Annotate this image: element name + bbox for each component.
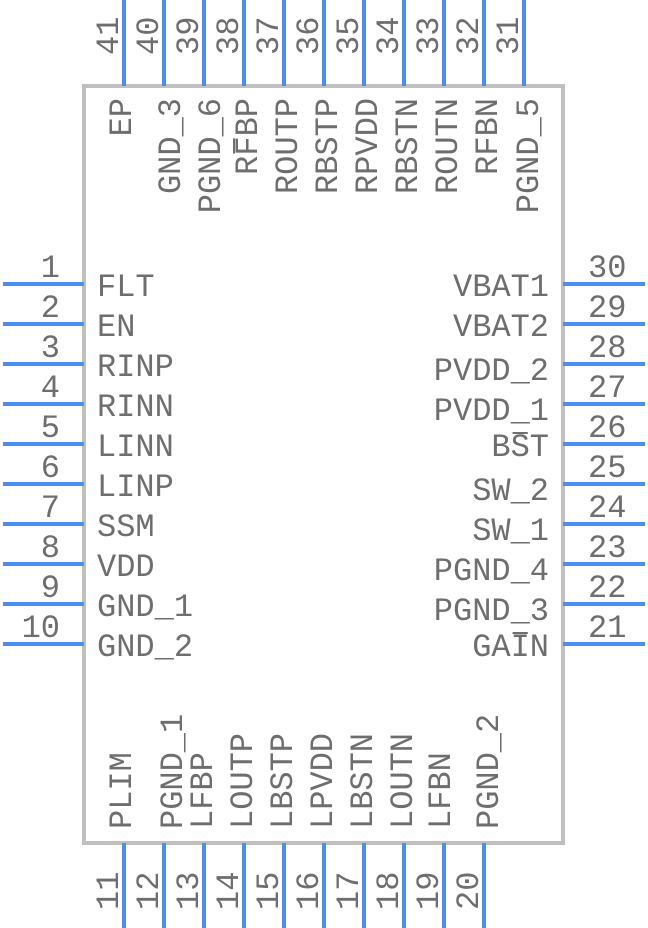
pin-label: PGND_2 — [471, 714, 508, 829]
pin-number: 2 — [41, 290, 60, 327]
pin-number: 7 — [41, 490, 60, 527]
pin-label: PVDD_1 — [434, 393, 549, 430]
pin-number: 10 — [22, 610, 60, 647]
pin-label: LINN — [97, 429, 174, 466]
pin-label: RPVDD — [350, 98, 387, 194]
pin-label: ROUTP — [270, 98, 307, 194]
pin-number: 12 — [131, 872, 168, 910]
pin-number: 13 — [171, 872, 208, 910]
pin-label: GAIN — [472, 629, 549, 666]
pin-number: 15 — [251, 872, 288, 910]
pin-label: GND_2 — [97, 629, 193, 666]
pin-label: RFBP — [230, 98, 267, 175]
pin-number: 24 — [588, 490, 626, 527]
pin-label: RBSTP — [310, 98, 347, 194]
pin-label: LBSTP — [265, 733, 302, 829]
pin-number: 19 — [411, 872, 448, 910]
pin-label: PVDD_2 — [434, 353, 549, 390]
pin-number: 17 — [331, 872, 368, 910]
pin-label: GND_3 — [153, 98, 190, 194]
pin-label: VDD — [97, 549, 155, 586]
pin-label: LPVDD — [305, 733, 342, 829]
pin-label: LOUTN — [385, 733, 422, 829]
pin-number: 6 — [41, 450, 60, 487]
pin-number: 21 — [588, 610, 626, 647]
pin-label: SW_2 — [472, 473, 549, 510]
pin-label: PGND_6 — [193, 98, 230, 213]
pin-number: 22 — [588, 570, 626, 607]
pin-number: 5 — [41, 410, 60, 447]
pin-number: 31 — [491, 17, 528, 55]
pin-label: PGND_5 — [511, 98, 548, 213]
pin-number: 8 — [41, 530, 60, 567]
pin-number: 23 — [588, 530, 626, 567]
pin-label: BST — [491, 429, 549, 466]
pin-number: 41 — [91, 17, 128, 55]
pin-label: EN — [97, 309, 135, 346]
pin-label: LINP — [97, 469, 174, 506]
pin-label: FLT — [97, 269, 155, 306]
pin-number: 33 — [411, 17, 448, 55]
pin-number: 16 — [291, 872, 328, 910]
pin-number: 1 — [41, 250, 60, 287]
pin-label: LBSTN — [345, 733, 382, 829]
pin-number: 3 — [41, 330, 60, 367]
pin-label: ROUTN — [430, 98, 467, 194]
pin-number: 37 — [251, 17, 288, 55]
pin-label: SW_1 — [472, 513, 549, 550]
pin-label: PLIM — [104, 752, 141, 829]
pin-number: 11 — [91, 872, 128, 910]
pin-label: LFBN — [423, 752, 460, 829]
pin-label: LFBP — [185, 752, 222, 829]
pin-label: GND_1 — [97, 589, 193, 626]
pin-label: PGND_4 — [434, 553, 549, 590]
pin-number: 20 — [451, 872, 488, 910]
pin-number: 28 — [588, 330, 626, 367]
pin-number: 26 — [588, 410, 626, 447]
pin-label: SSM — [97, 509, 155, 546]
pin-number: 27 — [588, 370, 626, 407]
pin-number: 34 — [371, 17, 408, 55]
pin-label: RINN — [97, 389, 174, 426]
pin-number: 40 — [131, 17, 168, 55]
pin-number: 14 — [211, 872, 248, 910]
pin-number: 36 — [291, 17, 328, 55]
ic-body — [82, 84, 565, 845]
pin-number: 25 — [588, 450, 626, 487]
pin-label: RINP — [97, 349, 174, 386]
pin-number: 35 — [331, 17, 368, 55]
pin-label: VBAT1 — [453, 269, 549, 306]
pin-number: 18 — [371, 872, 408, 910]
pin-label: RFBN — [470, 98, 507, 175]
pin-number: 29 — [588, 290, 626, 327]
pin-number: 9 — [41, 570, 60, 607]
pin-number: 38 — [211, 17, 248, 55]
pin-label: LOUTP — [225, 733, 262, 829]
pin-number: 39 — [171, 17, 208, 55]
pin-label: PGND_3 — [434, 593, 549, 630]
pin-number: 30 — [588, 250, 626, 287]
pin-number: 4 — [41, 370, 60, 407]
pin-label: EP — [104, 98, 141, 136]
pin-label: RBSTN — [390, 98, 427, 194]
pin-number: 32 — [451, 17, 488, 55]
pin-label: PGND_1 — [155, 714, 192, 829]
pin-label: VBAT2 — [453, 309, 549, 346]
